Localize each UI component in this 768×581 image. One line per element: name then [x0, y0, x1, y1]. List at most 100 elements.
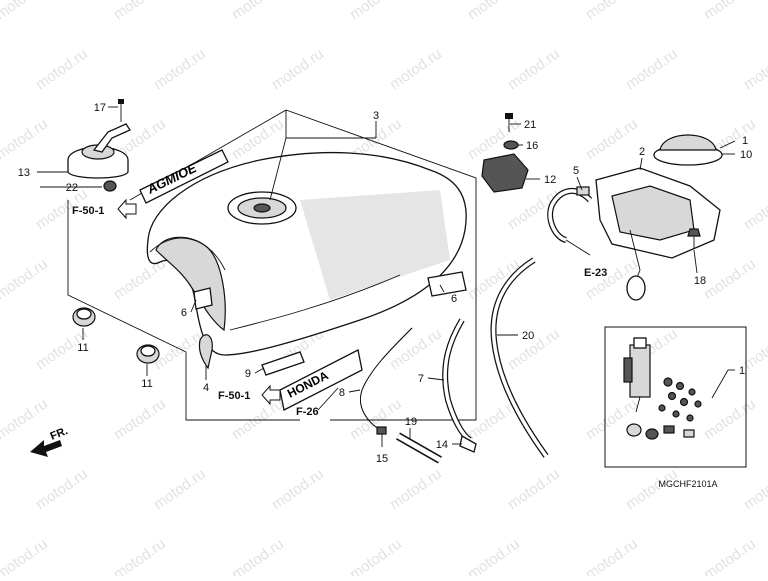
watermark-text: motod.ru: [0, 0, 51, 23]
damper-rubber-11a[interactable]: [72, 307, 96, 327]
watermark-text: motod.ru: [111, 0, 169, 23]
callout-8[interactable]: 8: [339, 387, 345, 399]
watermark-text: motod.ru: [701, 535, 759, 576]
watermark-text: motod.ru: [583, 0, 641, 23]
tank-bracket-4[interactable]: [198, 334, 213, 370]
watermark-text: motod.ru: [347, 0, 405, 23]
watermark-text: motod.ru: [269, 45, 327, 93]
assembly-frame: [67, 200, 300, 421]
callout-18[interactable]: 18: [694, 275, 706, 287]
fuel-tank[interactable]: AGMIOE: [139, 149, 467, 356]
callout-14[interactable]: 14: [436, 439, 448, 451]
damper-rubber-11b[interactable]: [136, 344, 160, 364]
watermark-text: motod.ru: [387, 465, 445, 513]
watermark-text: motod.ru: [229, 0, 287, 23]
cap-bolt-17-head: [118, 99, 124, 104]
tank-pad-9[interactable]: [261, 351, 305, 376]
watermark-text: motod.ru: [269, 465, 327, 513]
callout-15[interactable]: 15: [376, 453, 388, 465]
callout-7[interactable]: 7: [418, 373, 424, 385]
front-label: FR.: [49, 425, 70, 443]
assembly-frame-top: [129, 109, 477, 421]
watermark-text: motod.ru: [583, 115, 641, 163]
callout-10[interactable]: 10: [740, 149, 752, 161]
callout-16[interactable]: 16: [526, 140, 538, 152]
leader-lines: [37, 106, 736, 447]
hose-fitting: [576, 186, 590, 196]
ref-f26[interactable]: F-26: [296, 406, 319, 418]
watermark-text: motod.ru: [229, 535, 287, 576]
watermark-text: motod.ru: [111, 535, 169, 576]
watermark-text: motod.ru: [701, 395, 759, 443]
callout-21[interactable]: 21: [524, 119, 536, 131]
callout-20[interactable]: 20: [522, 330, 534, 342]
callout-11a[interactable]: 11: [77, 342, 88, 354]
inset-pump[interactable]: [623, 337, 651, 413]
callout-17[interactable]: 17: [94, 102, 106, 114]
tank-pad-6a[interactable]: [193, 287, 213, 310]
callout-2[interactable]: 2: [639, 146, 645, 158]
watermark-text: motod.ru: [505, 465, 563, 513]
front-arrow-icon: [30, 440, 62, 457]
watermark-text: motod.ru: [387, 45, 445, 93]
watermark-text: motod.ru: [701, 255, 759, 303]
bolt-21[interactable]: [505, 113, 513, 132]
ref-f50-bottom-text: F-50-1: [218, 390, 250, 402]
watermark-text: motod.ru: [229, 115, 287, 163]
arrow-left-icon: [117, 198, 137, 220]
watermark-text: motod.ru: [701, 0, 759, 23]
watermark-text: motod.ru: [347, 395, 405, 443]
callout-numbers: 3 13 22 17 21 16 12 1 10 2 5 18 11 11 6 …: [18, 102, 753, 465]
watermark-text: motod.ru: [741, 45, 768, 93]
watermark-text: motod.ru: [229, 395, 287, 443]
callout-1[interactable]: 1: [742, 135, 748, 147]
callout-6a[interactable]: 6: [181, 307, 187, 319]
watermark-text: motod.ru: [151, 465, 209, 513]
callout-13[interactable]: 13: [18, 167, 30, 179]
watermark-text: motod.ru: [347, 535, 405, 576]
ref-f50-bottom[interactable]: F-50-1: [218, 384, 281, 406]
diagram-code: MGCHF2101A: [658, 479, 717, 489]
watermark-text: motod.ru: [387, 325, 445, 373]
ref-f50-top[interactable]: F-50-1: [72, 198, 137, 220]
watermark-text: motod.ru: [741, 185, 768, 233]
callout-5[interactable]: 5: [573, 165, 579, 177]
callout-22[interactable]: 22: [66, 182, 78, 194]
inset-box: [604, 326, 747, 468]
watermark-text: motod.ru: [111, 395, 169, 443]
watermark-text: motod.ru: [0, 395, 51, 443]
tank-pad-6b[interactable]: [427, 271, 467, 297]
watermark-text: motod.ru: [0, 115, 51, 163]
callout-11b[interactable]: 11: [141, 378, 152, 390]
callout-19[interactable]: 19: [405, 416, 417, 428]
watermark-text: motod.ru: [623, 465, 681, 513]
watermark-text: motod.ru: [33, 45, 91, 93]
ref-e23[interactable]: E-23: [584, 267, 607, 279]
watermark-text: motod.ru: [505, 45, 563, 93]
ref-f50-top-text: F-50-1: [72, 205, 104, 217]
watermark-text: motod.ru: [0, 255, 51, 303]
watermark-text: motod.ru: [465, 535, 523, 576]
watermark-text: motod.ru: [0, 535, 51, 576]
callout-4[interactable]: 4: [203, 382, 209, 394]
arrow-left-icon: [261, 384, 281, 406]
bolt-18[interactable]: [687, 228, 701, 248]
watermark-text: motod.ru: [33, 465, 91, 513]
watermark-text: motod.ru: [465, 0, 523, 23]
watermark-text: motod.ru: [741, 465, 768, 513]
clip-15[interactable]: [376, 426, 387, 435]
callout-9[interactable]: 9: [245, 368, 251, 380]
washer-16[interactable]: [503, 140, 519, 150]
callout-12[interactable]: 12: [544, 174, 556, 186]
callout-6b[interactable]: 6: [451, 293, 457, 305]
bracket-12[interactable]: [481, 153, 529, 193]
callout-3[interactable]: 3: [373, 110, 379, 122]
watermark-text: motod.ru: [151, 45, 209, 93]
inset-small-parts[interactable]: [626, 377, 702, 440]
joint-14[interactable]: [459, 434, 477, 453]
fuel-pump-cover-10[interactable]: [653, 134, 723, 166]
watermark-text: motod.ru: [623, 45, 681, 93]
callout-1-inset[interactable]: 1: [739, 365, 745, 377]
filler-cap-assembly[interactable]: [67, 123, 131, 192]
